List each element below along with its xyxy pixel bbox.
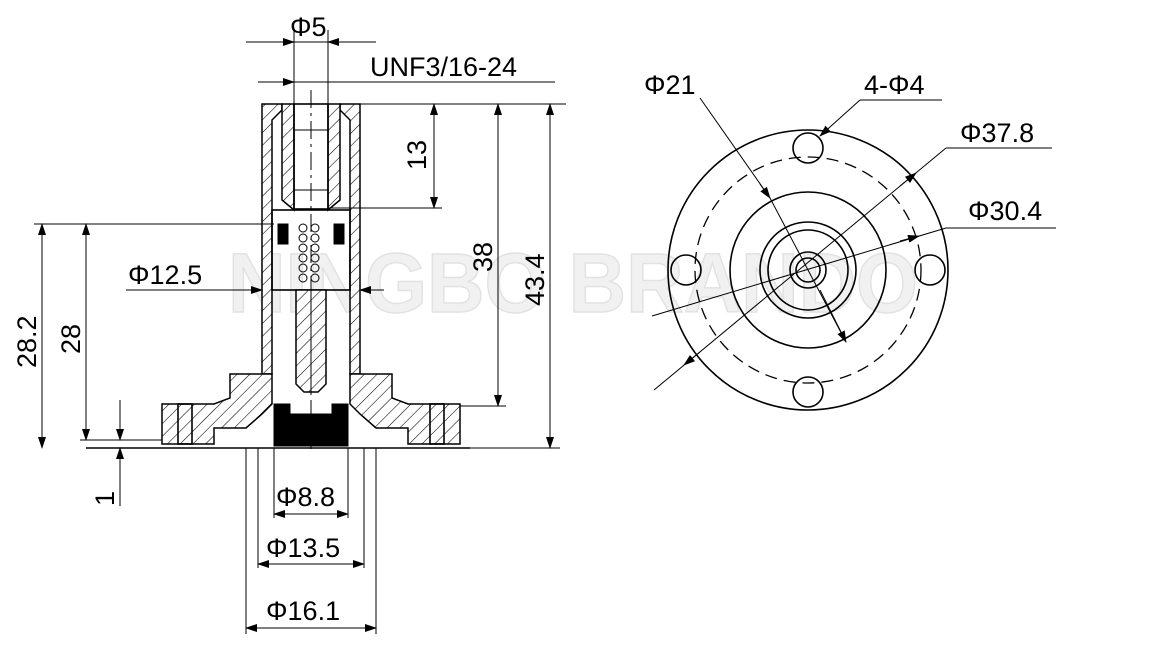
dim-outer-diameter: Φ37.8: [960, 118, 1034, 148]
watermark-text: NINGBO BRANDO: [228, 236, 918, 330]
dim-thread-bore: Φ5: [290, 12, 327, 42]
bolt-hole-bottom: [792, 376, 824, 408]
dim-seat-diameter: Φ13.5: [266, 533, 340, 563]
dim-holes: 4-Φ4: [864, 70, 925, 100]
dim-seat-offset: 1: [90, 491, 120, 506]
dim-thread-spec: UNF3/16-24: [370, 52, 517, 82]
dim-body-height: 38: [468, 242, 498, 272]
bolt-hole-top: [792, 132, 824, 164]
side-section-view: Φ5 UNF3/16-24 13 38 43.4 28.2 28 Φ12.5: [12, 12, 566, 634]
dim-flange-height-b: 28: [56, 324, 86, 354]
base-body-left: [161, 373, 273, 445]
outer-flange-circle: [667, 129, 949, 411]
inner-ring-circle: [729, 191, 887, 349]
dim-stem-diameter: Φ12.5: [128, 260, 202, 290]
base-body-right: [349, 373, 461, 445]
dim-seal-diameter: Φ8.8: [276, 482, 335, 512]
dim-pitch-circle: Φ30.4: [968, 196, 1042, 226]
dim-thread-depth: 13: [402, 140, 432, 170]
dim-inner-ring: Φ21: [644, 70, 696, 100]
dim-overall-height: 43.4: [520, 253, 550, 306]
top-view: Φ21 4-Φ4 Φ37.8 Φ30.4: [644, 70, 1056, 411]
dim-flange-height-a: 28.2: [12, 315, 42, 368]
dim-outlet-diameter: Φ16.1: [266, 596, 340, 626]
thread-insert-left: [281, 103, 295, 212]
bolt-hole-left: [670, 254, 702, 286]
bolt-hole-right: [914, 254, 946, 286]
thread-insert-right: [327, 103, 341, 212]
pitch-circle: [694, 156, 922, 384]
